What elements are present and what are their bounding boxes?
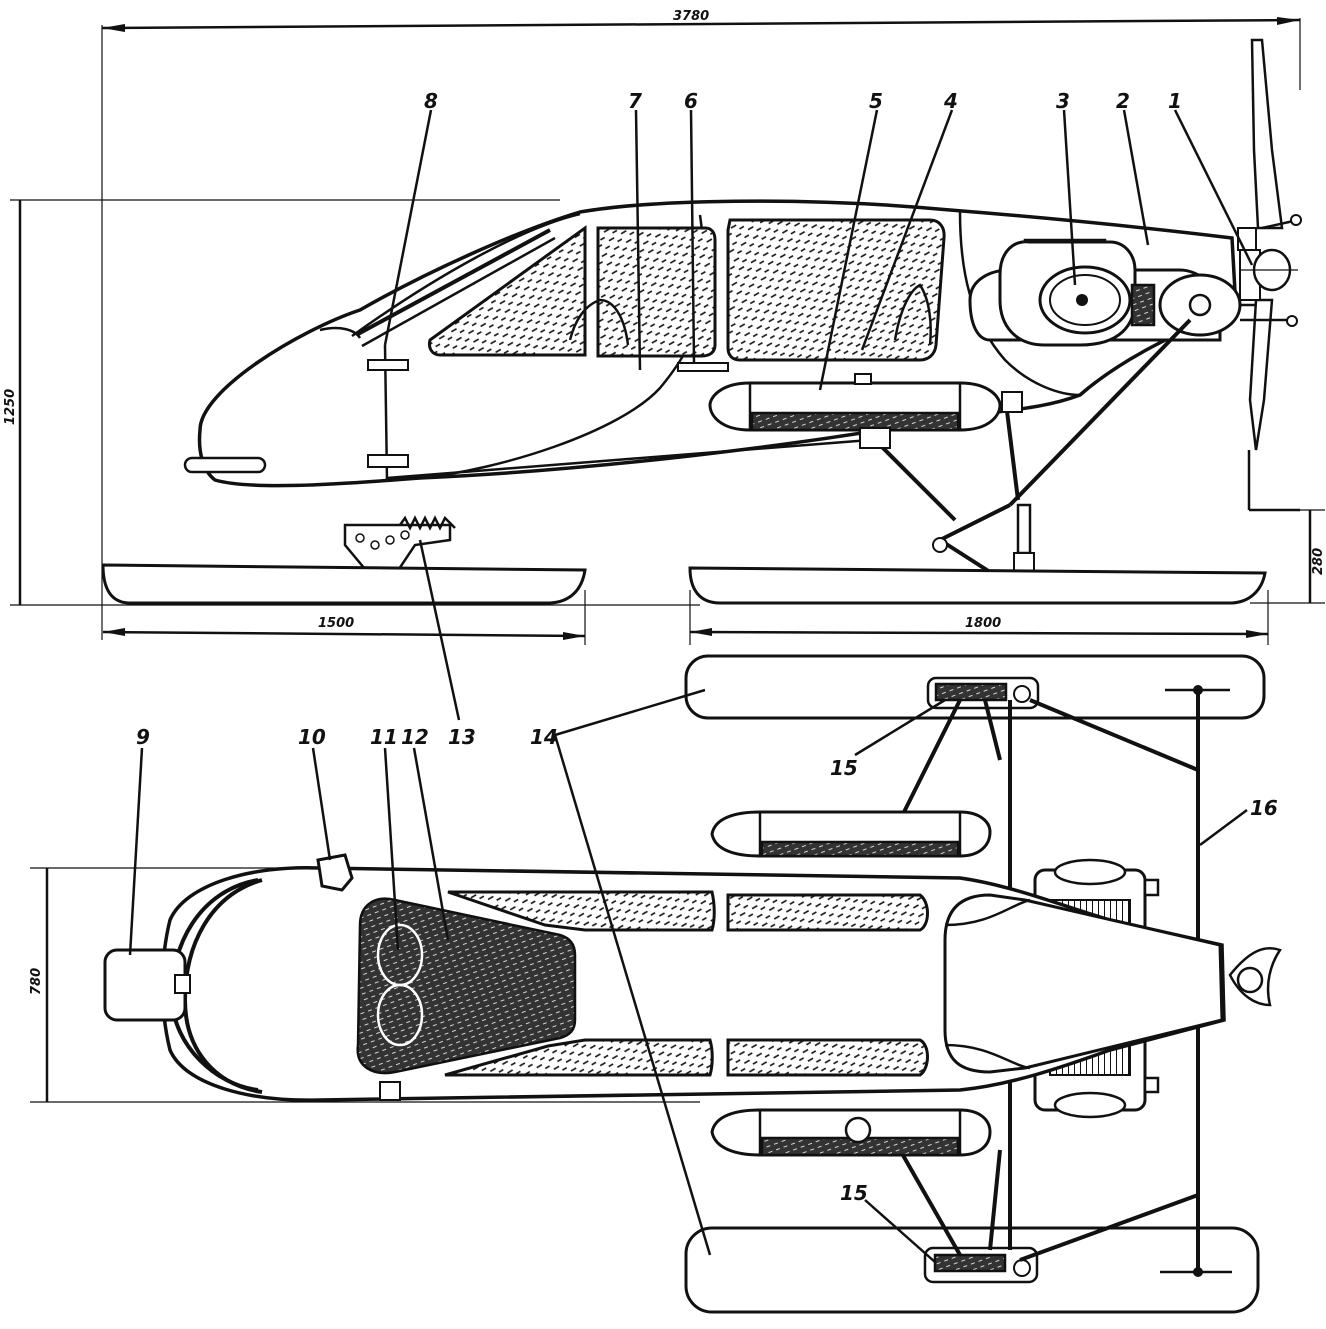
callout-12: 12 [401, 725, 429, 749]
callout-8: 8 [424, 89, 438, 113]
side-view [101, 38, 1302, 605]
dim-overall-height: 1250 [3, 389, 18, 425]
top-view [103, 654, 1282, 1314]
dimension-lines [10, 17, 1325, 1103]
callout-13: 13 [448, 725, 476, 749]
callout-15-top: 15 [830, 756, 858, 780]
callout-15-bottom: 15 [840, 1181, 868, 1205]
callout-3: 3 [1056, 89, 1070, 113]
dim-width: 780 [29, 968, 44, 995]
dim-ski-clearance: 280 [1311, 548, 1326, 575]
callout-5: 5 [869, 89, 883, 113]
callout-10: 10 [298, 725, 326, 749]
callout-11: 11 [370, 725, 398, 749]
callout-16: 16 [1250, 796, 1278, 820]
callout-6: 6 [684, 89, 698, 113]
callout-7: 7 [628, 89, 642, 113]
dim-rear-ski-length: 1800 [965, 616, 1001, 631]
leader-lines [128, 109, 1254, 1263]
callout-9: 9 [136, 725, 150, 749]
callout-labels: 1 2 3 4 5 6 7 8 9 10 11 12 13 14 15 15 1… [136, 89, 1278, 1205]
callout-2: 2 [1116, 89, 1130, 113]
callout-14: 14 [530, 725, 558, 749]
callout-4: 4 [943, 89, 958, 113]
dim-overall-length: 3780 [673, 9, 709, 24]
dim-front-ski-length: 1500 [318, 616, 354, 631]
dimension-labels: 3780 1250 280 1500 1800 780 [3, 9, 1326, 995]
callout-1: 1 [1168, 89, 1182, 113]
